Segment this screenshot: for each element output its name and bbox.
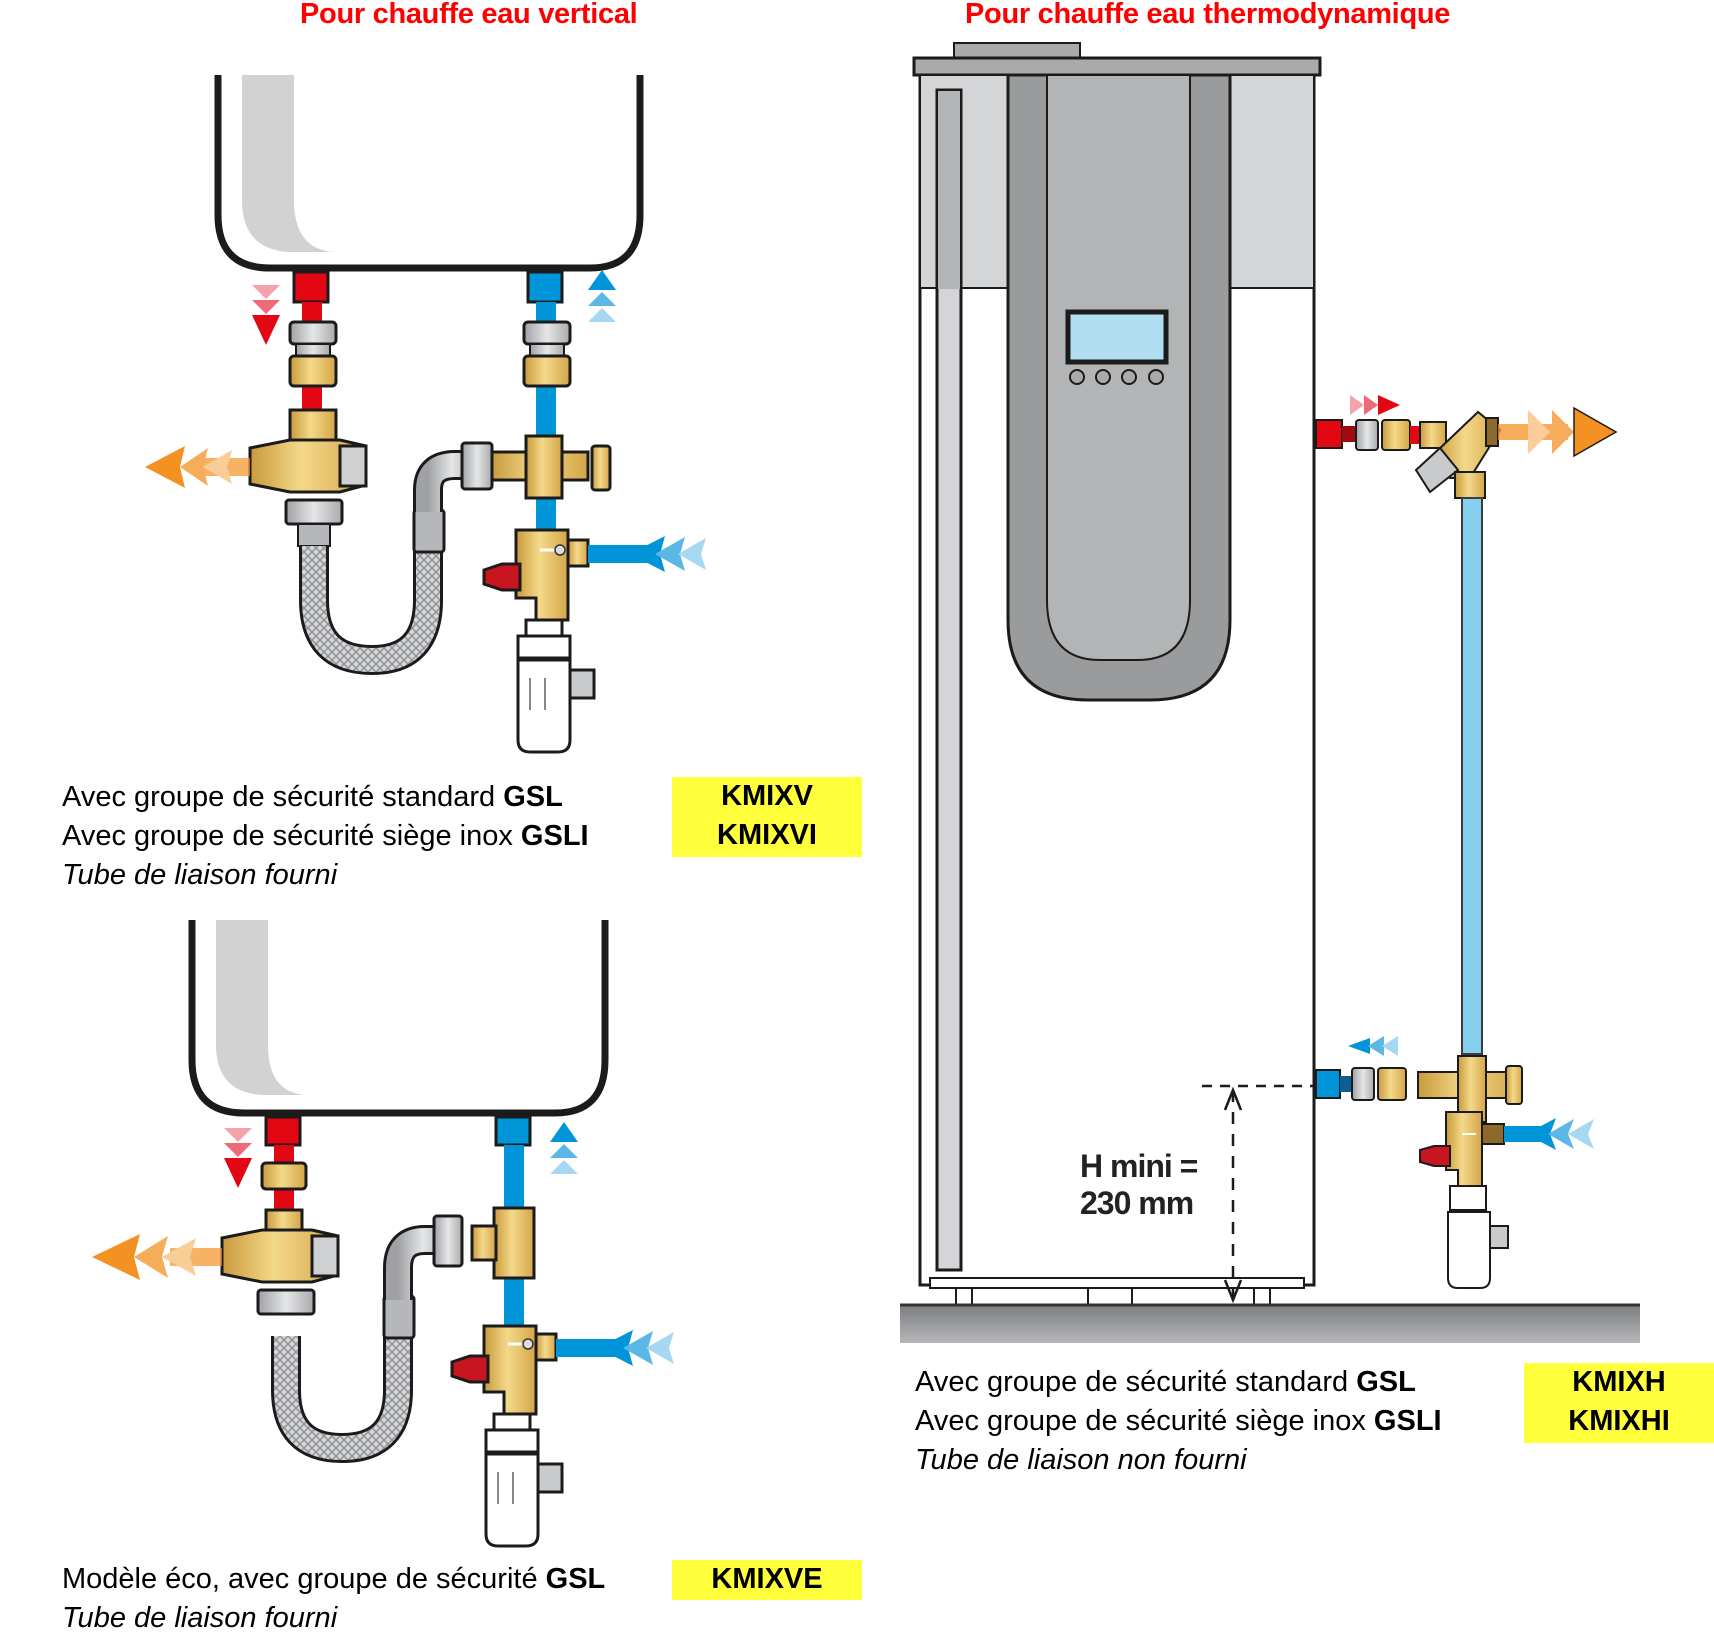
vertical-heater-diagram-eco [92,920,674,1548]
model-code: GSL [503,781,563,813]
control-buttons [1069,369,1164,385]
mixed-water-out-arrow-icon [92,1234,222,1280]
cold-water-in-arrow-icon [1504,1118,1594,1150]
caption-note: Tube de liaison fourni [62,1602,338,1634]
caption-line: Avec groupe de sécurité siège inox GSLI [915,1405,1442,1437]
tank-shading [242,75,335,252]
cold-inlet [526,270,564,304]
ref-code: KMIXV [721,780,813,812]
ref-badge-eco: KMIXVE [672,1560,862,1600]
safety-group-gsl [482,528,596,754]
thermostatic-mixer-valve [248,408,368,547]
hot-outlet [292,270,330,304]
ref-code: KMIXH [1572,1366,1666,1398]
cold-water-in-arrow-icon [556,1330,674,1366]
height-label-line1: H mini = [1080,1148,1198,1184]
hot-flow-down-arrows-icon [252,285,280,345]
hot-flow-down-arrows-icon [224,1128,252,1188]
caption-vertical-eco: Modèle éco, avec groupe de sécurité GSL … [62,1560,605,1638]
model-code: GSL [1356,1366,1416,1398]
control-screen [1065,309,1169,365]
height-dimension [1202,1084,1316,1304]
ref-code: KMIXHI [1568,1405,1670,1437]
caption-line: Avec groupe de sécurité standard GSL [62,781,563,813]
safety-group-gsl [1419,1111,1509,1289]
tank-body [214,75,644,272]
hot-flow-right-arrows-icon [1350,395,1400,415]
title-vertical: Pour chauffe eau vertical [300,0,638,30]
model-code: GSL [545,1563,606,1595]
height-label-line2: 230 mm [1080,1185,1194,1221]
caption-line: Modèle éco, avec groupe de sécurité GSL [62,1563,606,1595]
vertical-heater-diagram-1 [145,75,706,754]
cold-water-in-arrow-icon [588,536,706,572]
ref-code: KMIXVI [717,819,817,851]
model-code: GSLI [520,820,589,852]
ref-badge-thermodynamic: KMIXH KMIXHI [1524,1363,1714,1443]
ref-code: KMIXVE [711,1563,823,1595]
cold-flow-up-arrows-icon [550,1122,578,1174]
caption-thermodynamic: Avec groupe de sécurité standard GSL Ave… [915,1363,1442,1480]
caption-line: Avec groupe de sécurité standard GSL [915,1366,1416,1398]
title-thermodynamic: Pour chauffe eau thermodynamique [965,0,1451,30]
caption-note: Tube de liaison non fourni [915,1444,1247,1476]
thermodynamic-heater-diagram [900,42,1640,1343]
floor [900,1305,1640,1343]
connector-pipe [1461,497,1483,1055]
model-code: GSLI [1373,1405,1442,1437]
mixed-water-out-arrow-icon [1498,406,1618,458]
thermostatic-mixer-valve [1414,410,1502,499]
caption-line: Avec groupe de sécurité siège inox GSLI [62,820,589,852]
safety-group-gsl [450,1324,564,1548]
ref-badge-vertical: KMIXV KMIXVI [672,777,862,857]
caption-vertical-standard: Avec groupe de sécurité standard GSL Ave… [62,778,589,895]
cold-flow-left-arrows-icon [1348,1036,1398,1056]
mixed-water-out-arrow-icon [145,446,250,488]
caption-note: Tube de liaison fourni [62,859,338,891]
cold-flow-up-arrows-icon [588,270,616,322]
